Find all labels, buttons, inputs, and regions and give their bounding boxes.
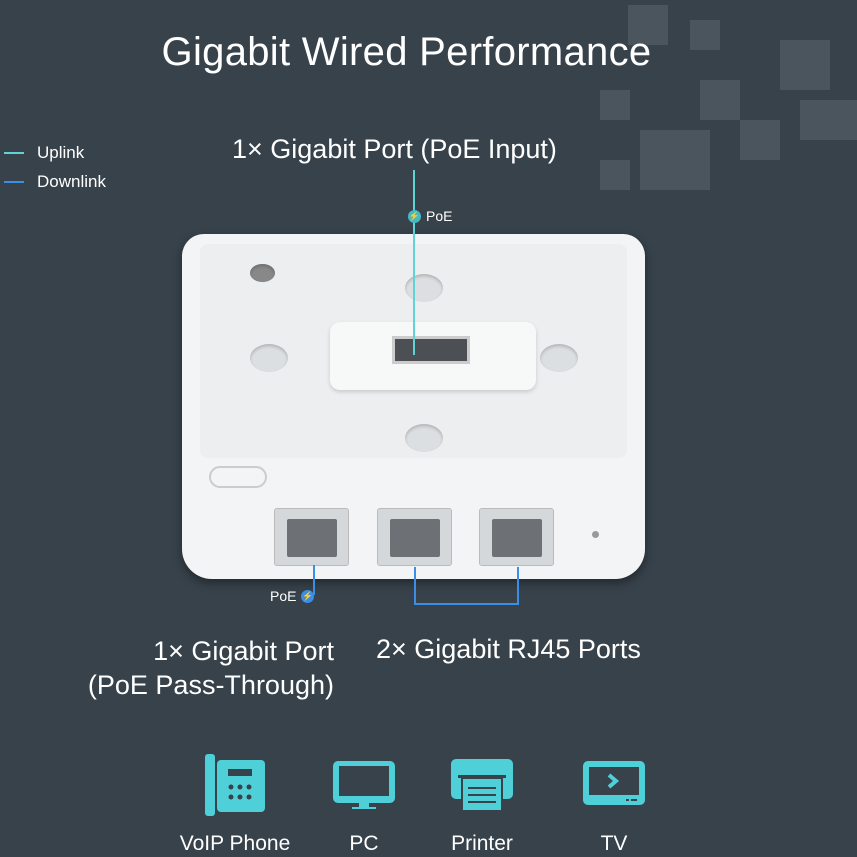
monitor-icon: [333, 761, 395, 809]
poe-badge-bottom: PoE⚡: [270, 588, 315, 604]
bolt-icon: ⚡: [301, 589, 315, 603]
tv-icon: [583, 761, 645, 805]
uplink-line: [413, 170, 415, 355]
bolt-icon: ⚡: [408, 209, 421, 223]
device-label-printer: Printer: [451, 832, 513, 855]
passthrough-label: 1× Gigabit Port(PoE Pass-Through): [87, 636, 334, 700]
ethernet-port-3: [479, 508, 554, 566]
legend-uplink: Uplink: [4, 143, 84, 163]
device-label-pc: PC: [349, 832, 379, 855]
phone-icon: [205, 754, 265, 816]
rj45-bracket: [414, 567, 519, 605]
ethernet-port-top: [392, 336, 470, 364]
poe-badge-top: ⚡PoE: [408, 208, 453, 224]
downlink-line: [313, 565, 315, 595]
device-label-tv: TV: [600, 832, 628, 855]
poe-input-label: 1× Gigabit Port (PoE Input): [232, 134, 557, 164]
ethernet-port-passthrough: [274, 508, 349, 566]
access-point-device: [182, 234, 645, 579]
printer-icon: [451, 759, 513, 812]
legend-downlink: Downlink: [4, 172, 106, 192]
page-title: Gigabit Wired Performance: [161, 30, 652, 74]
device-label-voip: VoIP Phone: [179, 832, 291, 855]
ethernet-port-2: [377, 508, 452, 566]
rj45-label: 2× Gigabit RJ45 Ports: [376, 634, 641, 664]
